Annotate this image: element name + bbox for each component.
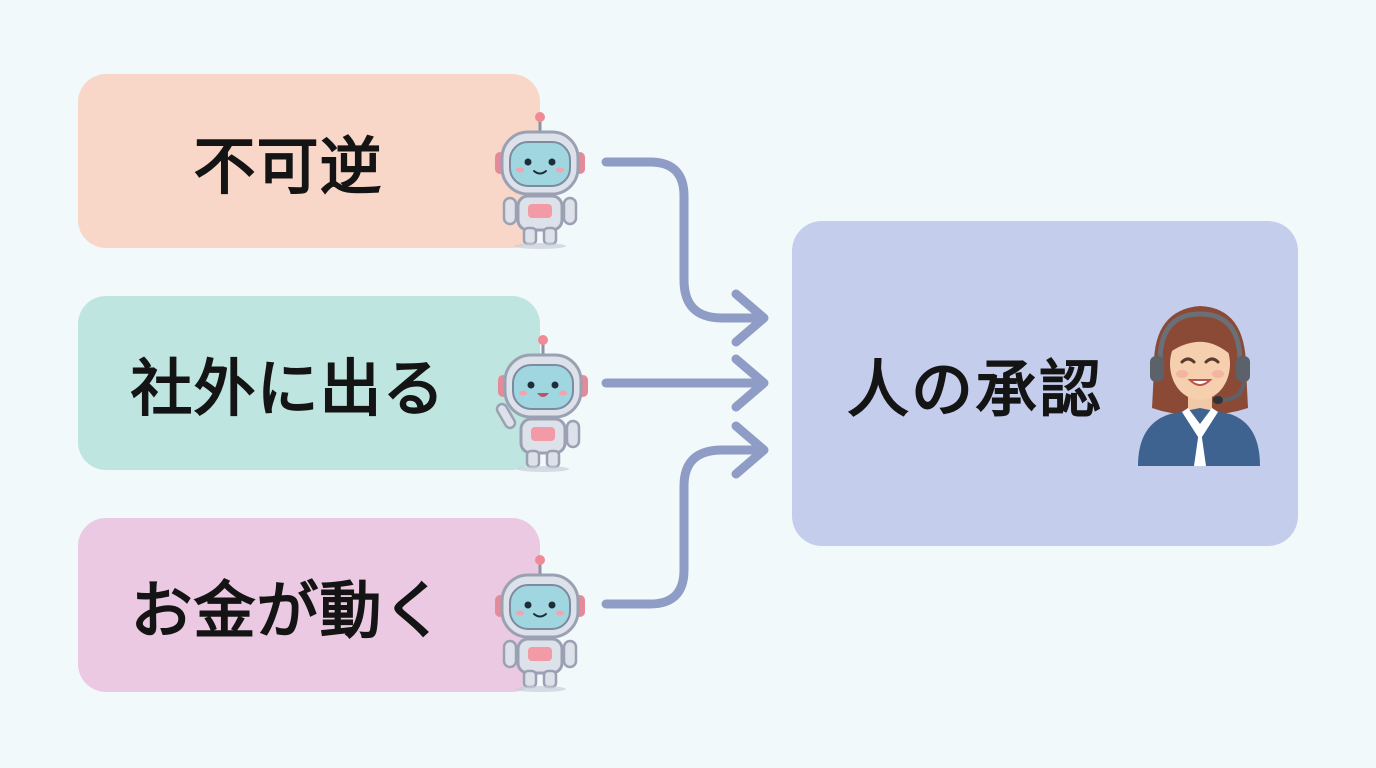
arrow-head-1 [731, 289, 769, 347]
operator-headset-icon [1138, 306, 1260, 466]
arrow-from-money [601, 445, 767, 609]
arrow-from-irreversible [601, 157, 767, 323]
condition-money: お金が動く [78, 518, 540, 692]
arrow-head-3 [731, 421, 769, 479]
condition-label: お金が動く [130, 574, 446, 647]
condition-label: 不可逆 [193, 130, 383, 203]
arrow-head-2 [731, 354, 769, 412]
condition-external: 社外に出る [78, 296, 540, 470]
approval-label: 人の承認 [846, 352, 1103, 426]
robot-icon [495, 335, 588, 472]
condition-irreversible: 不可逆 [78, 74, 540, 248]
robot-icon [495, 112, 585, 249]
condition-label: 社外に出る [130, 352, 446, 425]
robot-icon [495, 555, 585, 692]
